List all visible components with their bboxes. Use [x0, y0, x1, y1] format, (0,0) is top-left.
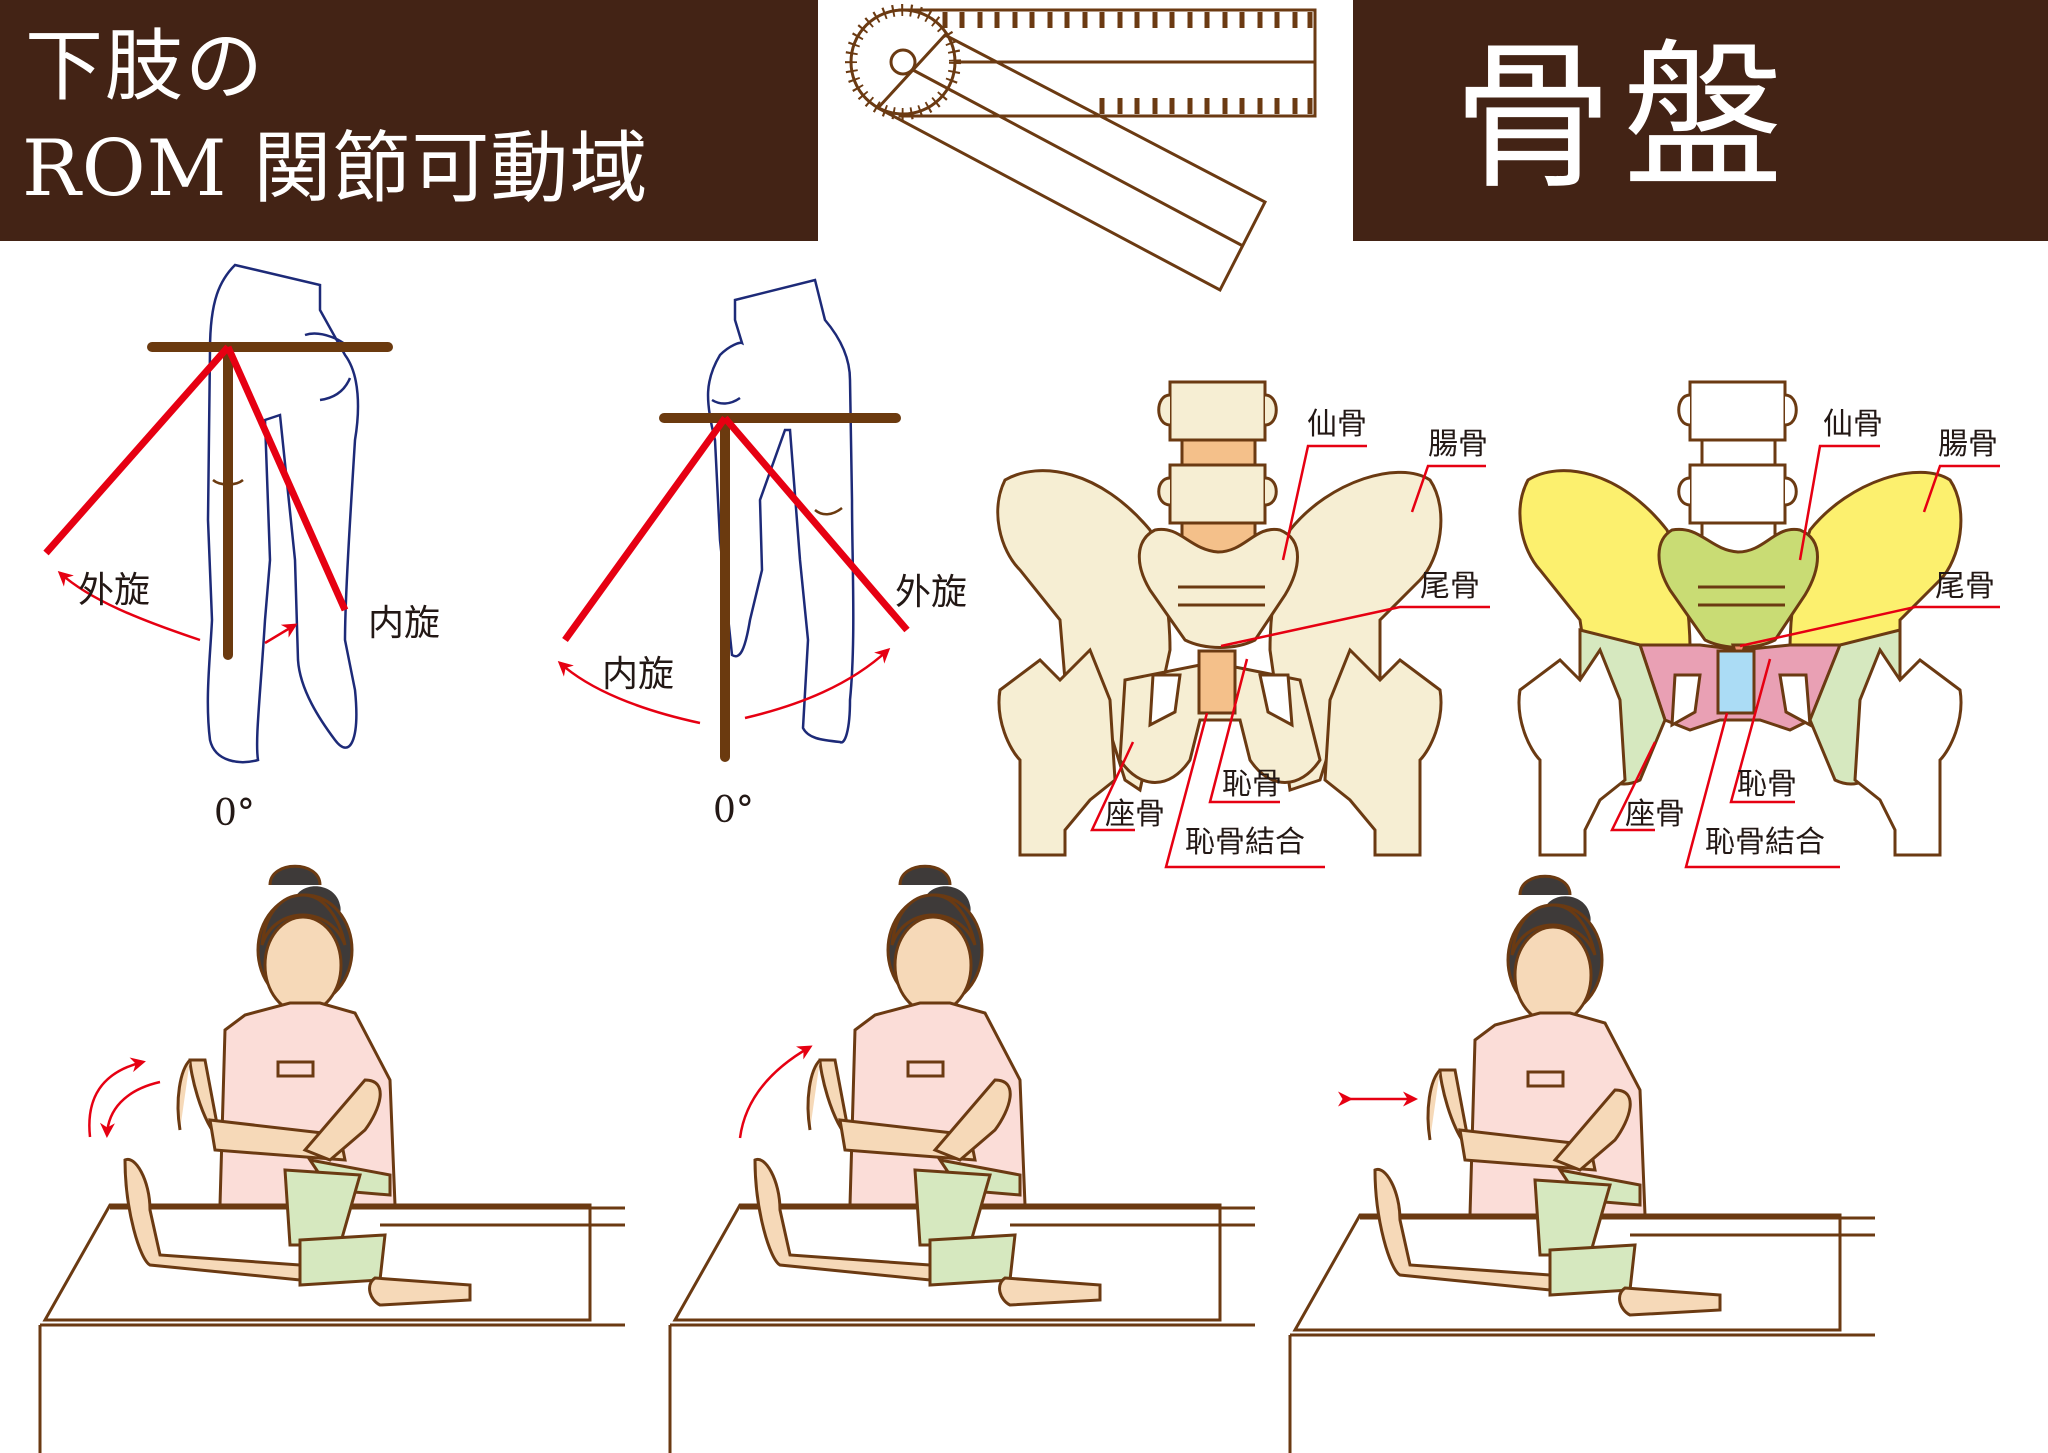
label-pubic-symphysis-1: 恥骨結合 [1185, 825, 1305, 860]
motion-arrow-double-curved [88, 1057, 161, 1138]
label-zero-1: 0° [214, 793, 255, 834]
pelvis-leaders-colored [1609, 444, 2000, 869]
label-sacrum-1: 仙骨 [1307, 407, 1367, 442]
label-pubis-1: 恥骨 [1222, 767, 1282, 802]
pelvis-banner: 骨盤 [1353, 0, 2048, 241]
label-internal-rotation-1: 内旋 [368, 603, 441, 644]
label-ilium-2: 腸骨 [1938, 427, 1998, 462]
goniometer-icon [845, 4, 1317, 293]
title-line-2: ROM 関節可動域 [22, 124, 649, 214]
hip-rotation-diagram-1 [43, 263, 393, 764]
motion-arrow-curved [738, 1045, 813, 1139]
label-pubic-symphysis-2: 恥骨結合 [1705, 825, 1825, 860]
exam-scene-2 [668, 864, 1257, 1453]
label-ischium-2: 座骨 [1625, 797, 1685, 832]
title-line-1: 下肢の [25, 22, 266, 112]
label-zero-2: 0° [713, 790, 754, 831]
pelvis-diagram-colored [1517, 380, 1963, 857]
label-coccyx-1: 尾骨 [1420, 569, 1480, 604]
pelvis-leaders-beige [1090, 444, 1490, 869]
exam-scene-3 [1288, 874, 1877, 1453]
label-coccyx-2: 尾骨 [1935, 569, 1995, 604]
exam-scene-1 [38, 864, 625, 1453]
title-banner: 下肢の ROM 関節可動域 [0, 0, 818, 241]
label-internal-rotation-2: 内旋 [602, 654, 675, 695]
label-ischium-1: 座骨 [1105, 797, 1165, 832]
pelvis-diagram-beige [996, 380, 1443, 857]
label-pubis-2: 恥骨 [1737, 767, 1797, 802]
hip-rotation-diagram-2 [557, 278, 910, 762]
label-ilium-1: 腸骨 [1428, 427, 1488, 462]
label-external-rotation-1: 外旋 [78, 570, 151, 611]
label-external-rotation-2: 外旋 [895, 572, 968, 613]
pelvis-title: 骨盤 [1453, 24, 1794, 211]
label-sacrum-2: 仙骨 [1823, 407, 1883, 442]
